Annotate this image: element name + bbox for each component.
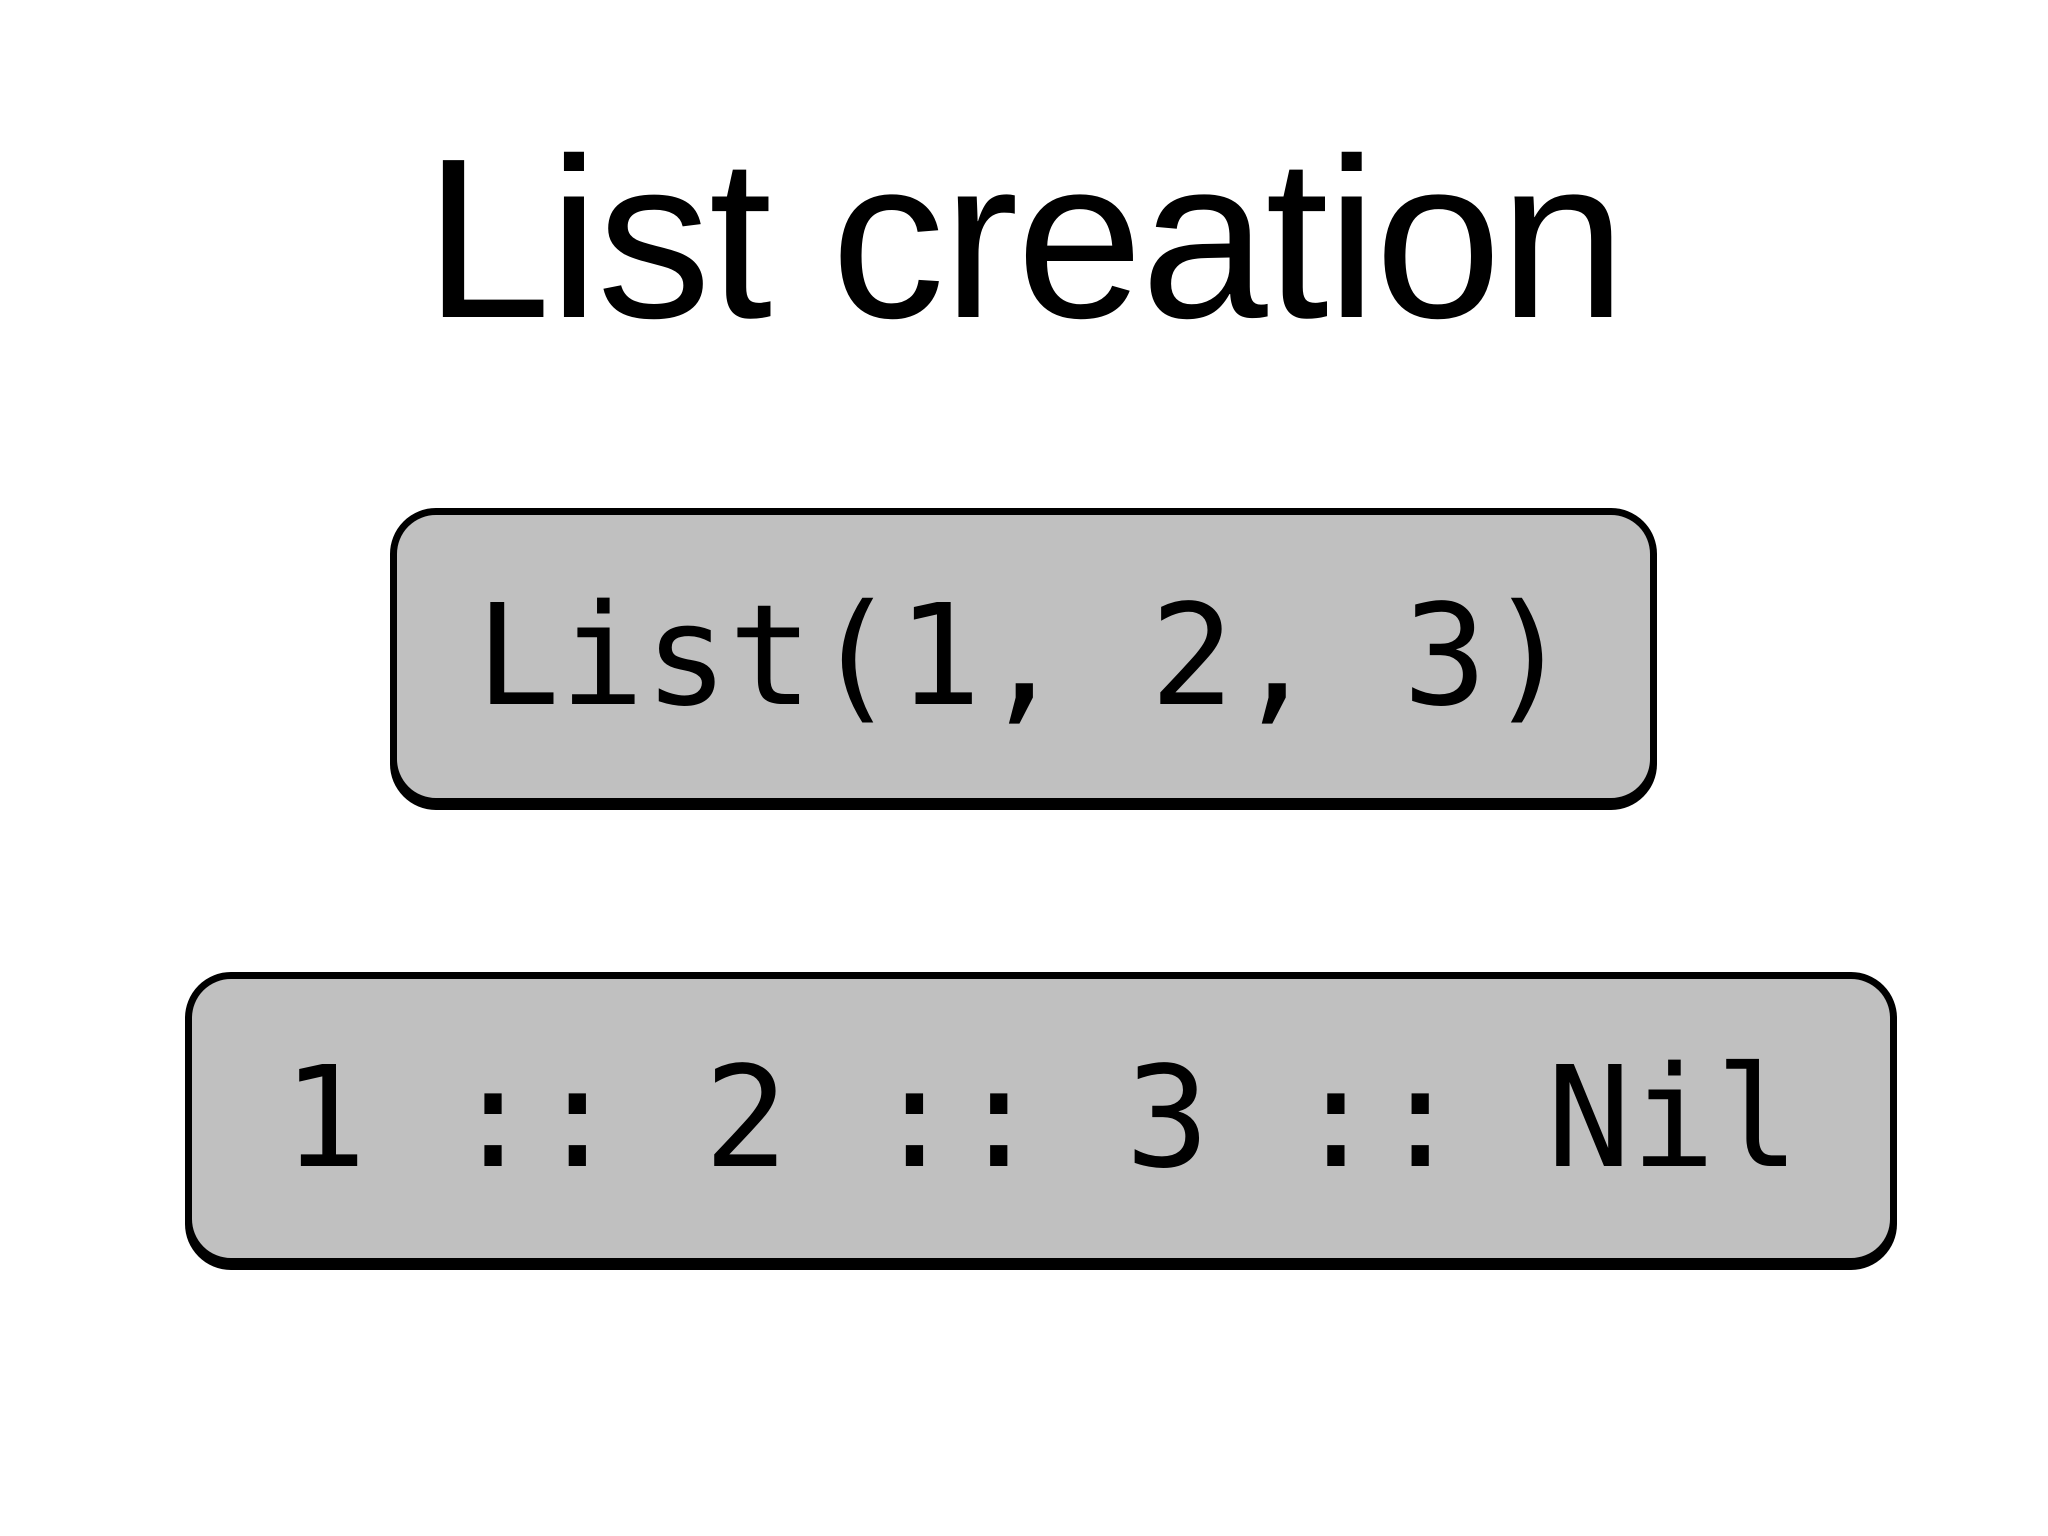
code-text-cons-operator: 1 :: 2 :: 3 :: Nil: [282, 1036, 1800, 1200]
slide-title: List creation: [424, 112, 1626, 366]
code-box-cons-operator: 1 :: 2 :: 3 :: Nil: [185, 972, 1897, 1265]
code-box-list-constructor: List(1, 2, 3): [390, 508, 1657, 805]
code-text-list-constructor: List(1, 2, 3): [475, 574, 1572, 738]
